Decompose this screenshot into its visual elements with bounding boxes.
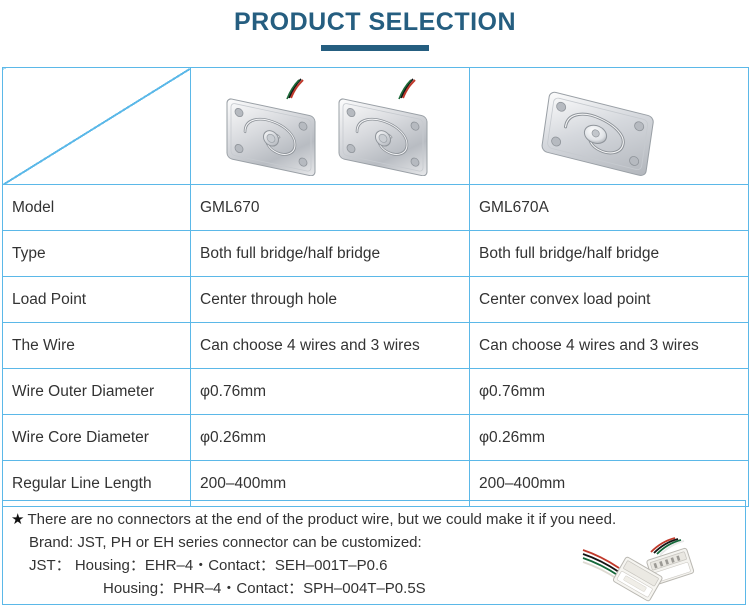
row-value-the-wire-b: Can choose 4 wires and 3 wires	[469, 322, 749, 369]
row-value-wire-outer-diameter-b: φ0.76mm	[469, 368, 749, 415]
load-cell-convex-icon	[541, 91, 654, 176]
load-cell-single-illustration	[471, 69, 748, 184]
note-line-3: JST： Housing：EHR–4・Contact：SEH–001T–P0.6	[29, 557, 388, 574]
row-value-model-a: GML670	[190, 184, 470, 231]
row-value-wire-core-diameter-b: φ0.26mm	[469, 414, 749, 461]
row-label-model: Model	[2, 184, 191, 231]
row-value-type-a: Both full bridge/half bridge	[190, 230, 470, 277]
table-row: Wire Outer Diameter φ0.76mm φ0.76mm	[2, 368, 749, 415]
row-value-regular-line-length-a: 200–400mm	[190, 460, 470, 507]
row-value-wire-outer-diameter-a: φ0.76mm	[190, 368, 470, 415]
connector-note-lines: ★There are no connectors at the end of t…	[3, 508, 745, 600]
table-row: Wire Core Diameter φ0.26mm φ0.26mm	[2, 414, 749, 461]
note-line-1-text: There are no connectors at the end of th…	[27, 511, 617, 528]
row-value-wire-core-diameter-a: φ0.26mm	[190, 414, 470, 461]
note-line-2: Brand: JST, PH or EH series connector ca…	[29, 534, 422, 551]
row-label-wire-outer-diameter: Wire Outer Diameter	[2, 368, 191, 415]
product-image-gml670a	[469, 67, 749, 185]
row-label-load-point: Load Point	[2, 276, 191, 323]
load-cell-pair-illustration	[192, 69, 469, 184]
load-cell-icon-left	[226, 78, 316, 176]
table-row: Type Both full bridge/half bridge Both f…	[2, 230, 749, 277]
product-image-gml670	[190, 67, 470, 185]
page-title: PRODUCT SELECTION	[233, 8, 517, 36]
page-header: PRODUCT SELECTION	[0, 0, 750, 51]
connector-note-box: ★There are no connectors at the end of t…	[2, 500, 746, 605]
row-label-wire-core-diameter: Wire Core Diameter	[2, 414, 191, 461]
row-label-type: Type	[2, 230, 191, 277]
table-row: Regular Line Length 200–400mm 200–400mm	[2, 460, 749, 507]
row-label-regular-line-length: Regular Line Length	[2, 460, 191, 507]
row-value-the-wire-a: Can choose 4 wires and 3 wires	[190, 322, 470, 369]
table-row: The Wire Can choose 4 wires and 3 wires …	[2, 322, 749, 369]
title-underline-rule	[321, 45, 429, 51]
jst-connector-illustration	[582, 537, 695, 602]
row-value-regular-line-length-b: 200–400mm	[469, 460, 749, 507]
note-line-1: ★There are no connectors at the end of t…	[3, 508, 745, 531]
row-value-load-point-a: Center through hole	[190, 276, 470, 323]
corner-diagonal-cell	[2, 67, 191, 185]
row-value-load-point-b: Center convex load point	[469, 276, 749, 323]
table-row: Load Point Center through hole Center co…	[2, 276, 749, 323]
product-selection-table: Model GML670 GML670A Type Both full brid…	[2, 67, 749, 507]
table-header-row	[2, 67, 749, 185]
load-cell-icon-right	[338, 78, 428, 176]
star-icon: ★	[11, 511, 25, 528]
table-row: Model GML670 GML670A	[2, 184, 749, 231]
row-label-the-wire: The Wire	[2, 322, 191, 369]
note-line-4: Housing：PHR–4・Contact：SPH–004T–P0.5S	[103, 580, 426, 597]
row-value-type-b: Both full bridge/half bridge	[469, 230, 749, 277]
row-value-model-b: GML670A	[469, 184, 749, 231]
